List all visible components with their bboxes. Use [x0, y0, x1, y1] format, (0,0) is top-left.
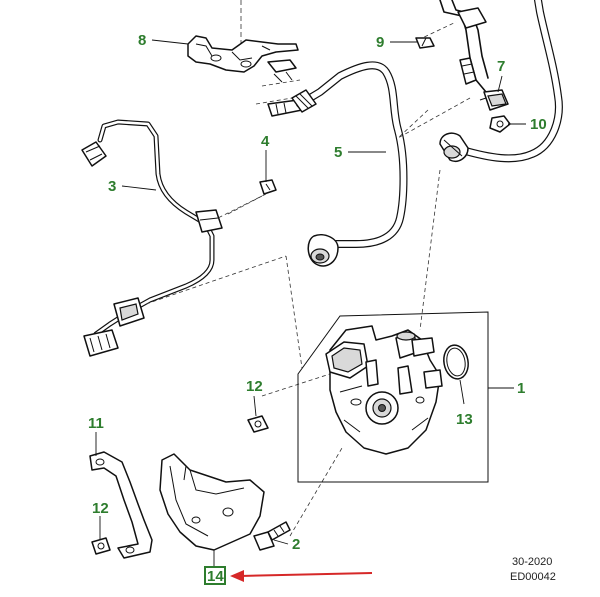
- reference-code: 30-2020 ED00042: [510, 556, 556, 583]
- reference-line-2: ED00042: [510, 571, 556, 583]
- callout-12-upper: 12: [246, 378, 263, 395]
- reference-line-1: 30-2020: [512, 556, 552, 568]
- part-12-bolt-upper: [247, 415, 269, 433]
- part-7-sensor: [479, 89, 509, 111]
- return-hose: [439, 0, 563, 163]
- callout-12-lower: 12: [92, 500, 109, 517]
- part-1-fuel-pump: [325, 325, 443, 455]
- callout-7: 7: [497, 58, 505, 75]
- part-2-bolt: [253, 521, 291, 551]
- part-1-pump-frame: [297, 311, 489, 483]
- callout-10: 10: [530, 116, 547, 133]
- assembly-lines: [145, 97, 471, 537]
- callout-8: 8: [138, 32, 146, 49]
- part-8-bracket: [187, 0, 299, 83]
- callout-5: 5: [334, 144, 342, 161]
- callout-13: 13: [456, 411, 473, 428]
- leader-lines: [95, 39, 526, 545]
- callout-11: 11: [88, 415, 104, 432]
- part-14-heat-shield: [159, 453, 265, 566]
- callout-1: 1: [517, 380, 525, 397]
- callout-labels: 8 9 7 10 4 5 3 1 13 12 11 12 2 14: [88, 32, 547, 585]
- part-3-pressure-pipe: [81, 119, 223, 357]
- part-12-bolt-lower: [91, 537, 111, 555]
- upper-right-tubes: [417, 0, 489, 93]
- part-5-fuel-hose: [291, 61, 408, 267]
- part-9-bolt: [415, 37, 435, 49]
- callout-14: 14: [207, 568, 224, 585]
- callout-3: 3: [108, 178, 116, 195]
- callout-9: 9: [376, 34, 384, 51]
- part-11-bracket: [89, 451, 153, 559]
- part-13-o-ring: [443, 344, 469, 380]
- part-10-nut: [489, 115, 511, 133]
- red-pointer-arrow: [230, 570, 373, 582]
- callout-4: 4: [261, 133, 270, 150]
- part-4-bolt: [213, 179, 277, 221]
- callout-2: 2: [292, 536, 300, 553]
- callout-14-highlight-box: [204, 566, 226, 585]
